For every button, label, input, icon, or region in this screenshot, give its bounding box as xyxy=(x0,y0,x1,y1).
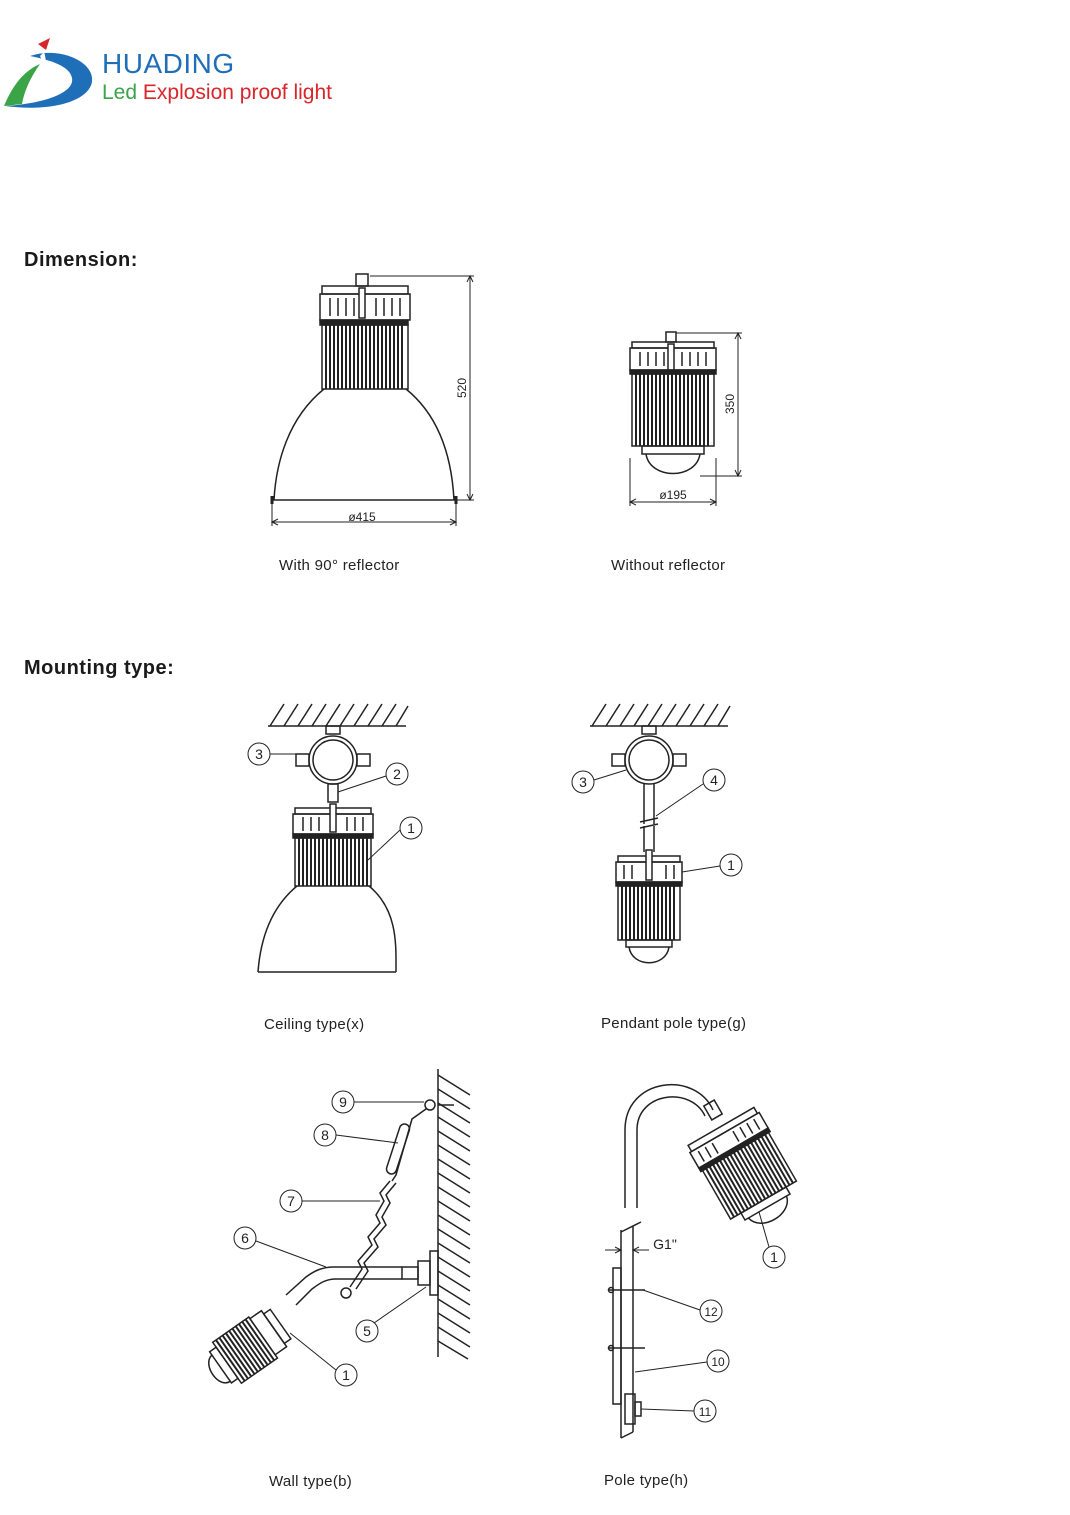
huading-logo-icon xyxy=(4,38,93,108)
caption-with-reflector: With 90° reflector xyxy=(279,557,400,574)
brand-tagline-rest: Explosion proof light xyxy=(142,81,333,104)
callout-1: 1 xyxy=(727,857,735,873)
callout-5: 5 xyxy=(363,1323,371,1339)
brand-name: HUADING xyxy=(102,48,235,79)
caption-ceiling-type: Ceiling type(x) xyxy=(264,1016,365,1033)
callout-6: 6 xyxy=(241,1230,249,1246)
drawing-wall-type: 9 8 7 6 5 1 xyxy=(208,1069,471,1387)
callout-4: 4 xyxy=(710,772,718,788)
dimension-height-label: 520 xyxy=(455,378,469,398)
drawing-with-reflector: 520 ø415 xyxy=(270,273,474,526)
dimension-height-label: 350 xyxy=(723,394,737,414)
callout-3: 3 xyxy=(255,746,263,762)
dimension-title: Dimension: xyxy=(24,249,138,271)
callout-2: 2 xyxy=(393,766,401,782)
callout-1: 1 xyxy=(770,1249,778,1265)
callout-3: 3 xyxy=(579,774,587,790)
drawing-pendant-pole-type: 3 4 1 xyxy=(571,703,743,964)
brand-tagline: Led Explosion proof light xyxy=(102,82,332,103)
caption-pole-type: Pole type(h) xyxy=(604,1472,689,1489)
callout-8: 8 xyxy=(321,1127,329,1143)
drawing-ceiling-type: 3 2 1 xyxy=(247,703,423,973)
callout-10: 10 xyxy=(711,1355,725,1369)
drawing-pole-type: G1" 1 12 10 11 xyxy=(605,1084,798,1439)
drawing-without-reflector: 350 ø195 xyxy=(628,331,742,506)
brand-tagline-led: Led xyxy=(102,81,138,104)
caption-wall-type: Wall type(b) xyxy=(269,1473,353,1490)
callout-1: 1 xyxy=(407,820,415,836)
callout-9: 9 xyxy=(339,1094,347,1110)
caption-without-reflector: Without reflector xyxy=(611,557,726,574)
thread-label: G1" xyxy=(653,1236,677,1252)
callout-11: 11 xyxy=(699,1405,712,1419)
callout-1: 1 xyxy=(342,1367,350,1383)
dimension-diameter-label: ø415 xyxy=(348,510,376,524)
callout-12: 12 xyxy=(704,1305,718,1319)
mounting-title: Mounting type: xyxy=(24,657,175,679)
caption-pendant-pole-type: Pendant pole type(g) xyxy=(601,1015,747,1032)
dimension-diameter-label: ø195 xyxy=(659,488,687,502)
callout-7: 7 xyxy=(287,1193,295,1209)
